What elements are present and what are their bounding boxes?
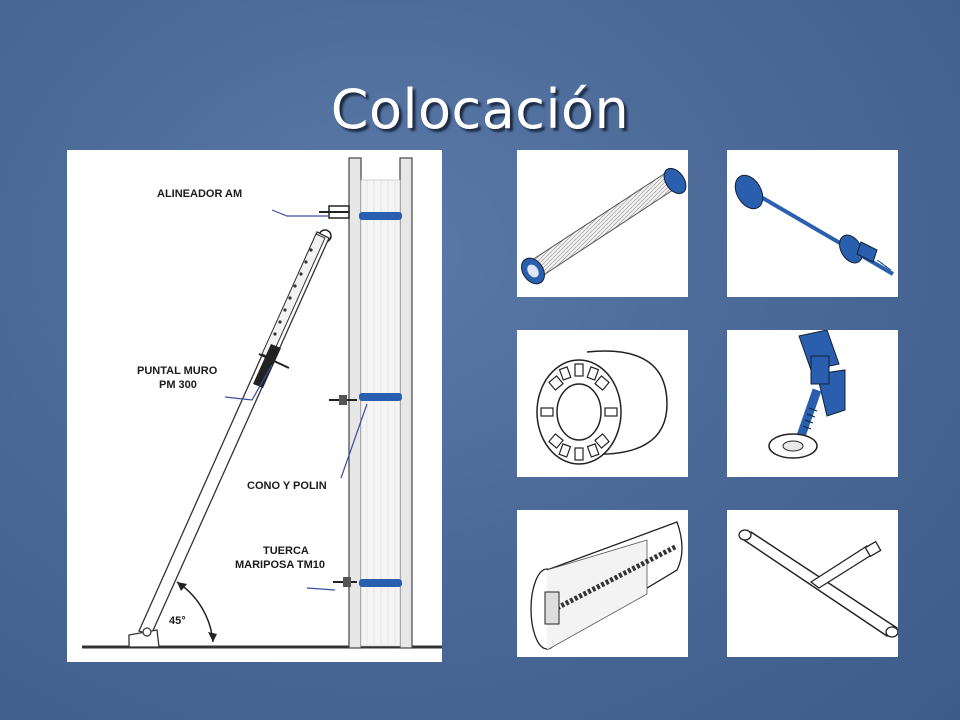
tie-rod-with-cones-icon [734,174,895,276]
part-t-wrench [727,510,898,657]
nut-middle [339,395,347,405]
prop-inner-tube [261,233,326,359]
prop-base [128,629,160,648]
part-cone-cutaway [517,510,688,657]
cone-cutaway-icon [530,521,683,651]
label-alineador: ALINEADOR AM [157,188,242,200]
cone-top [359,212,402,220]
tube-spacer-icon [521,167,687,285]
nut-bottom [343,577,351,587]
part-cone-washer [517,330,688,477]
label-puntal-line1: PUNTAL MURO [137,365,218,377]
part-tie-rod [727,150,898,297]
label-tuerca-line2: MARIPOSA TM10 [235,559,325,571]
formwork-diagram: ALINEADOR AM PUNTAL MURO PM 300 CONO Y P… [67,150,442,662]
label-cono: CONO Y POLIN [247,480,327,492]
label-tuerca-line1: TUERCA [263,545,309,557]
cone-middle [359,393,402,401]
part-tube-spacer [517,150,688,297]
label-angle: 45° [169,615,186,627]
wing-nut-icon [768,330,846,459]
angle-arc [176,581,214,643]
cone-bottom [359,579,402,587]
formwork-diagram-svg: ALINEADOR AM PUNTAL MURO PM 300 CONO Y P… [82,157,442,649]
t-wrench-icon [738,529,898,638]
prop-collar [253,344,281,388]
wall-right-profile [399,157,413,649]
wall-left-profile [348,157,362,649]
wall-infill [360,179,401,647]
cone-washer-icon [536,350,668,465]
slide-title: Colocación [330,78,630,141]
label-puntal-line2: PM 300 [159,379,197,391]
part-wing-nut [727,330,898,477]
